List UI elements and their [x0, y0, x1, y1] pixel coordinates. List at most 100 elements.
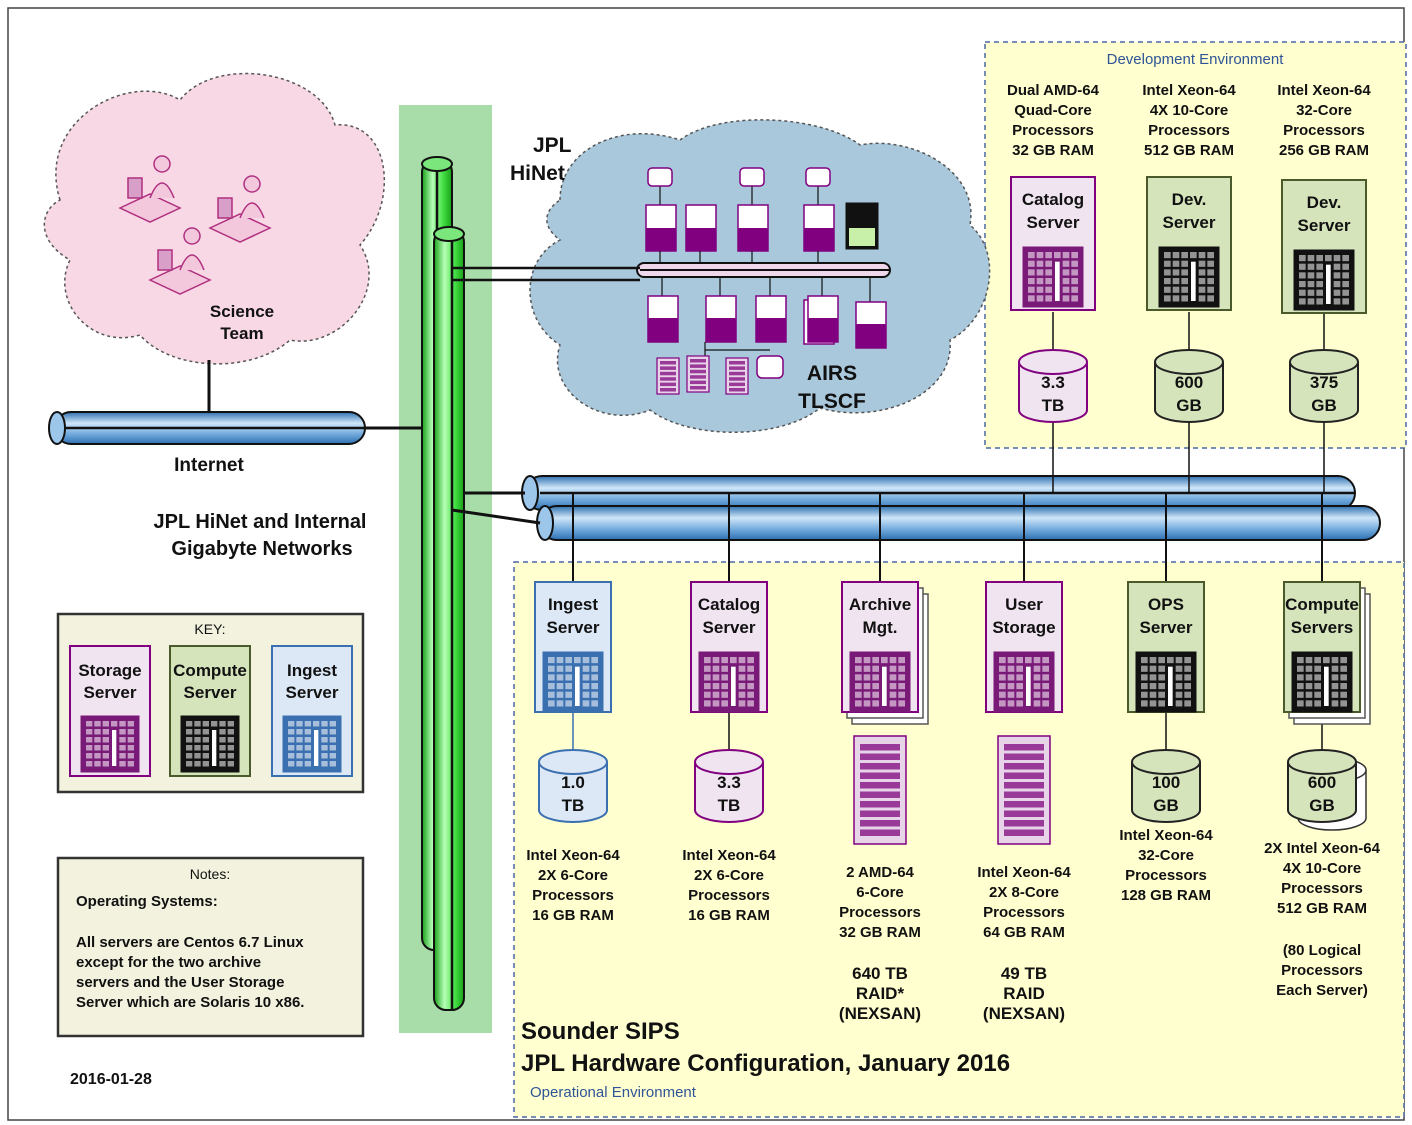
dev-server-2-box: Dev.Server	[1146, 176, 1232, 311]
ops-server-1-spec-line-1: Intel Xeon-64	[526, 847, 620, 864]
ops-server-4-box-label-1: User	[1005, 595, 1043, 614]
key-compute-rack-icon	[180, 715, 240, 773]
dev-server-1-spec-line-4: 32 GB RAM	[1012, 142, 1094, 159]
ops-server-1-disk-size-value: 1.0	[561, 773, 585, 792]
key-title: KEY:	[194, 621, 225, 637]
ops-server-5-rack-icon	[1135, 651, 1197, 713]
ops-server-1-disk-size-unit: TB	[562, 796, 585, 815]
tlscf-bottom-server-1-fill	[648, 318, 678, 342]
dev-server-1-disk-size-value: 3.3	[1041, 373, 1065, 392]
tlscf-rack-2-slot-5	[690, 380, 706, 385]
key-storage-label-2: Server	[84, 683, 137, 702]
ops-server-5-spec-line-3: Processors	[1125, 867, 1207, 884]
dev-server-2-spec-line-2: 4X 10-Core	[1150, 102, 1228, 119]
tlscf-rack-3-slot-4	[729, 377, 745, 381]
key-storage-label-1: Storage	[78, 661, 141, 680]
tlscf-rack-3-slot-3	[729, 371, 745, 376]
science-team-label-2: Team	[220, 324, 263, 343]
ops-server-5-disk-size-value: 100	[1152, 773, 1180, 792]
ops-server-2-box-label-2: Server	[703, 618, 756, 637]
title-line-1: Sounder SIPS	[521, 1018, 680, 1045]
ops-server-3-spec-line-4: 32 GB RAM	[839, 924, 921, 941]
internet-label: Internet	[174, 455, 244, 476]
ops-server-2-box-label-1: Catalog	[698, 595, 760, 614]
dev-server-3-box-label-1: Dev.	[1307, 193, 1342, 212]
ops-server-4-raid-icon	[997, 735, 1051, 845]
ops-server-6-disk-size-unit: GB	[1309, 796, 1335, 815]
tlscf-rack-3-slot-1	[729, 361, 745, 365]
hinet-pipe-2	[433, 226, 465, 1011]
dev-server-3-spec-line-2: 32-Core	[1296, 102, 1352, 119]
ops-server-4-box-label-2: Storage	[992, 618, 1055, 637]
science-team-label-1: Science	[210, 302, 274, 321]
hinet-label-2: HiNet	[510, 162, 565, 185]
ops-server-6-disk-size-value: 600	[1308, 773, 1336, 792]
ops-server-2-rack-icon	[698, 651, 760, 713]
ops-server-2-spec-line-2: 2X 6-Core	[694, 867, 764, 884]
ops-server-6-rack-icon	[1291, 651, 1353, 713]
ops-server-5-spec-line-2: 32-Core	[1138, 847, 1194, 864]
ops-server-6-spec-line-1: 2X Intel Xeon-64	[1264, 840, 1381, 857]
backbone-pipe-2	[536, 505, 1381, 541]
dev-server-3-rack-icon	[1293, 249, 1355, 311]
tlscf-bottom-server-5-fill	[856, 324, 886, 348]
tlscf-bottom-server-2-fill	[706, 318, 736, 342]
ops-server-1-box-label-2: Server	[547, 618, 600, 637]
ops-server-4-spec-line-4: 64 GB RAM	[983, 924, 1065, 941]
ops-server-6-spec-line-8: Each Server)	[1276, 982, 1368, 999]
tlscf-compute-screen-icon	[849, 228, 875, 246]
ops-server-3-spec-line-2: 6-Core	[856, 884, 904, 901]
ops-server-4-spec-line-1: Intel Xeon-64	[977, 864, 1071, 881]
key-ingest-label-1: Ingest	[287, 661, 337, 680]
dev-server-1-rack-icon	[1022, 246, 1084, 308]
tlscf-top-server-1-fill	[646, 228, 676, 251]
tlscf-top-disk-4-icon	[805, 167, 831, 187]
dev-server-3-spec-line-4: 256 GB RAM	[1279, 142, 1369, 159]
ops-server-2-disk-icon: 3.3TB	[694, 749, 764, 823]
ops-server-6-spec-line-7: Processors	[1281, 962, 1363, 979]
tlscf-bottom-server-4-fill	[808, 318, 838, 342]
dev-server-3-disk-size-value: 375	[1310, 373, 1338, 392]
ops-server-2-spec-line-4: 16 GB RAM	[688, 907, 770, 924]
key-ingest-label-2: Server	[286, 683, 339, 702]
dev-env-label: Development Environment	[1107, 51, 1285, 68]
dev-server-1-box-label-2: Server	[1027, 213, 1080, 232]
tlscf-rack-2-slot-3	[690, 369, 706, 374]
ops-server-5-disk-size-unit: GB	[1153, 796, 1179, 815]
ops-server-3-raid-icon	[853, 735, 907, 845]
backbone-pipe-1	[521, 475, 1356, 511]
dev-server-1-disk-size-unit: TB	[1042, 396, 1065, 415]
ops-server-5-spec-line-1: Intel Xeon-64	[1119, 827, 1213, 844]
science-team-cloud	[43, 72, 386, 365]
tlscf-rack-1-slot-5	[660, 382, 676, 387]
team-member-3-icon	[148, 227, 212, 295]
tlscf-rack-3-slot-2	[729, 366, 745, 370]
ops-server-2-spec-line-3: Processors	[688, 887, 770, 904]
dev-server-3-disk-size-unit: GB	[1311, 396, 1337, 415]
dev-server-3-box-label-2: Server	[1298, 216, 1351, 235]
notes-box	[56, 856, 365, 1038]
title-line-2: JPL Hardware Configuration, January 2016	[521, 1050, 1010, 1077]
ops-server-6-spec-line-4: 512 GB RAM	[1277, 900, 1367, 917]
ops-server-3-spec-line-6: 640 TB	[852, 964, 908, 983]
dev-server-2-box-label-2: Server	[1163, 213, 1216, 232]
tlscf-bottom-server-3-fill	[756, 318, 786, 342]
tlscf-label-2: TLSCF	[798, 390, 866, 413]
science-team-people	[118, 155, 272, 295]
ops-server-5-spec-line-4: 128 GB RAM	[1121, 887, 1211, 904]
ops-server-3-spec-line-8: (NEXSAN)	[839, 1004, 921, 1023]
team-member-2-icon	[208, 175, 272, 243]
ops-server-4-spec-line-6: 49 TB	[1001, 964, 1047, 983]
tlscf-top-server-2-fill	[686, 228, 716, 251]
